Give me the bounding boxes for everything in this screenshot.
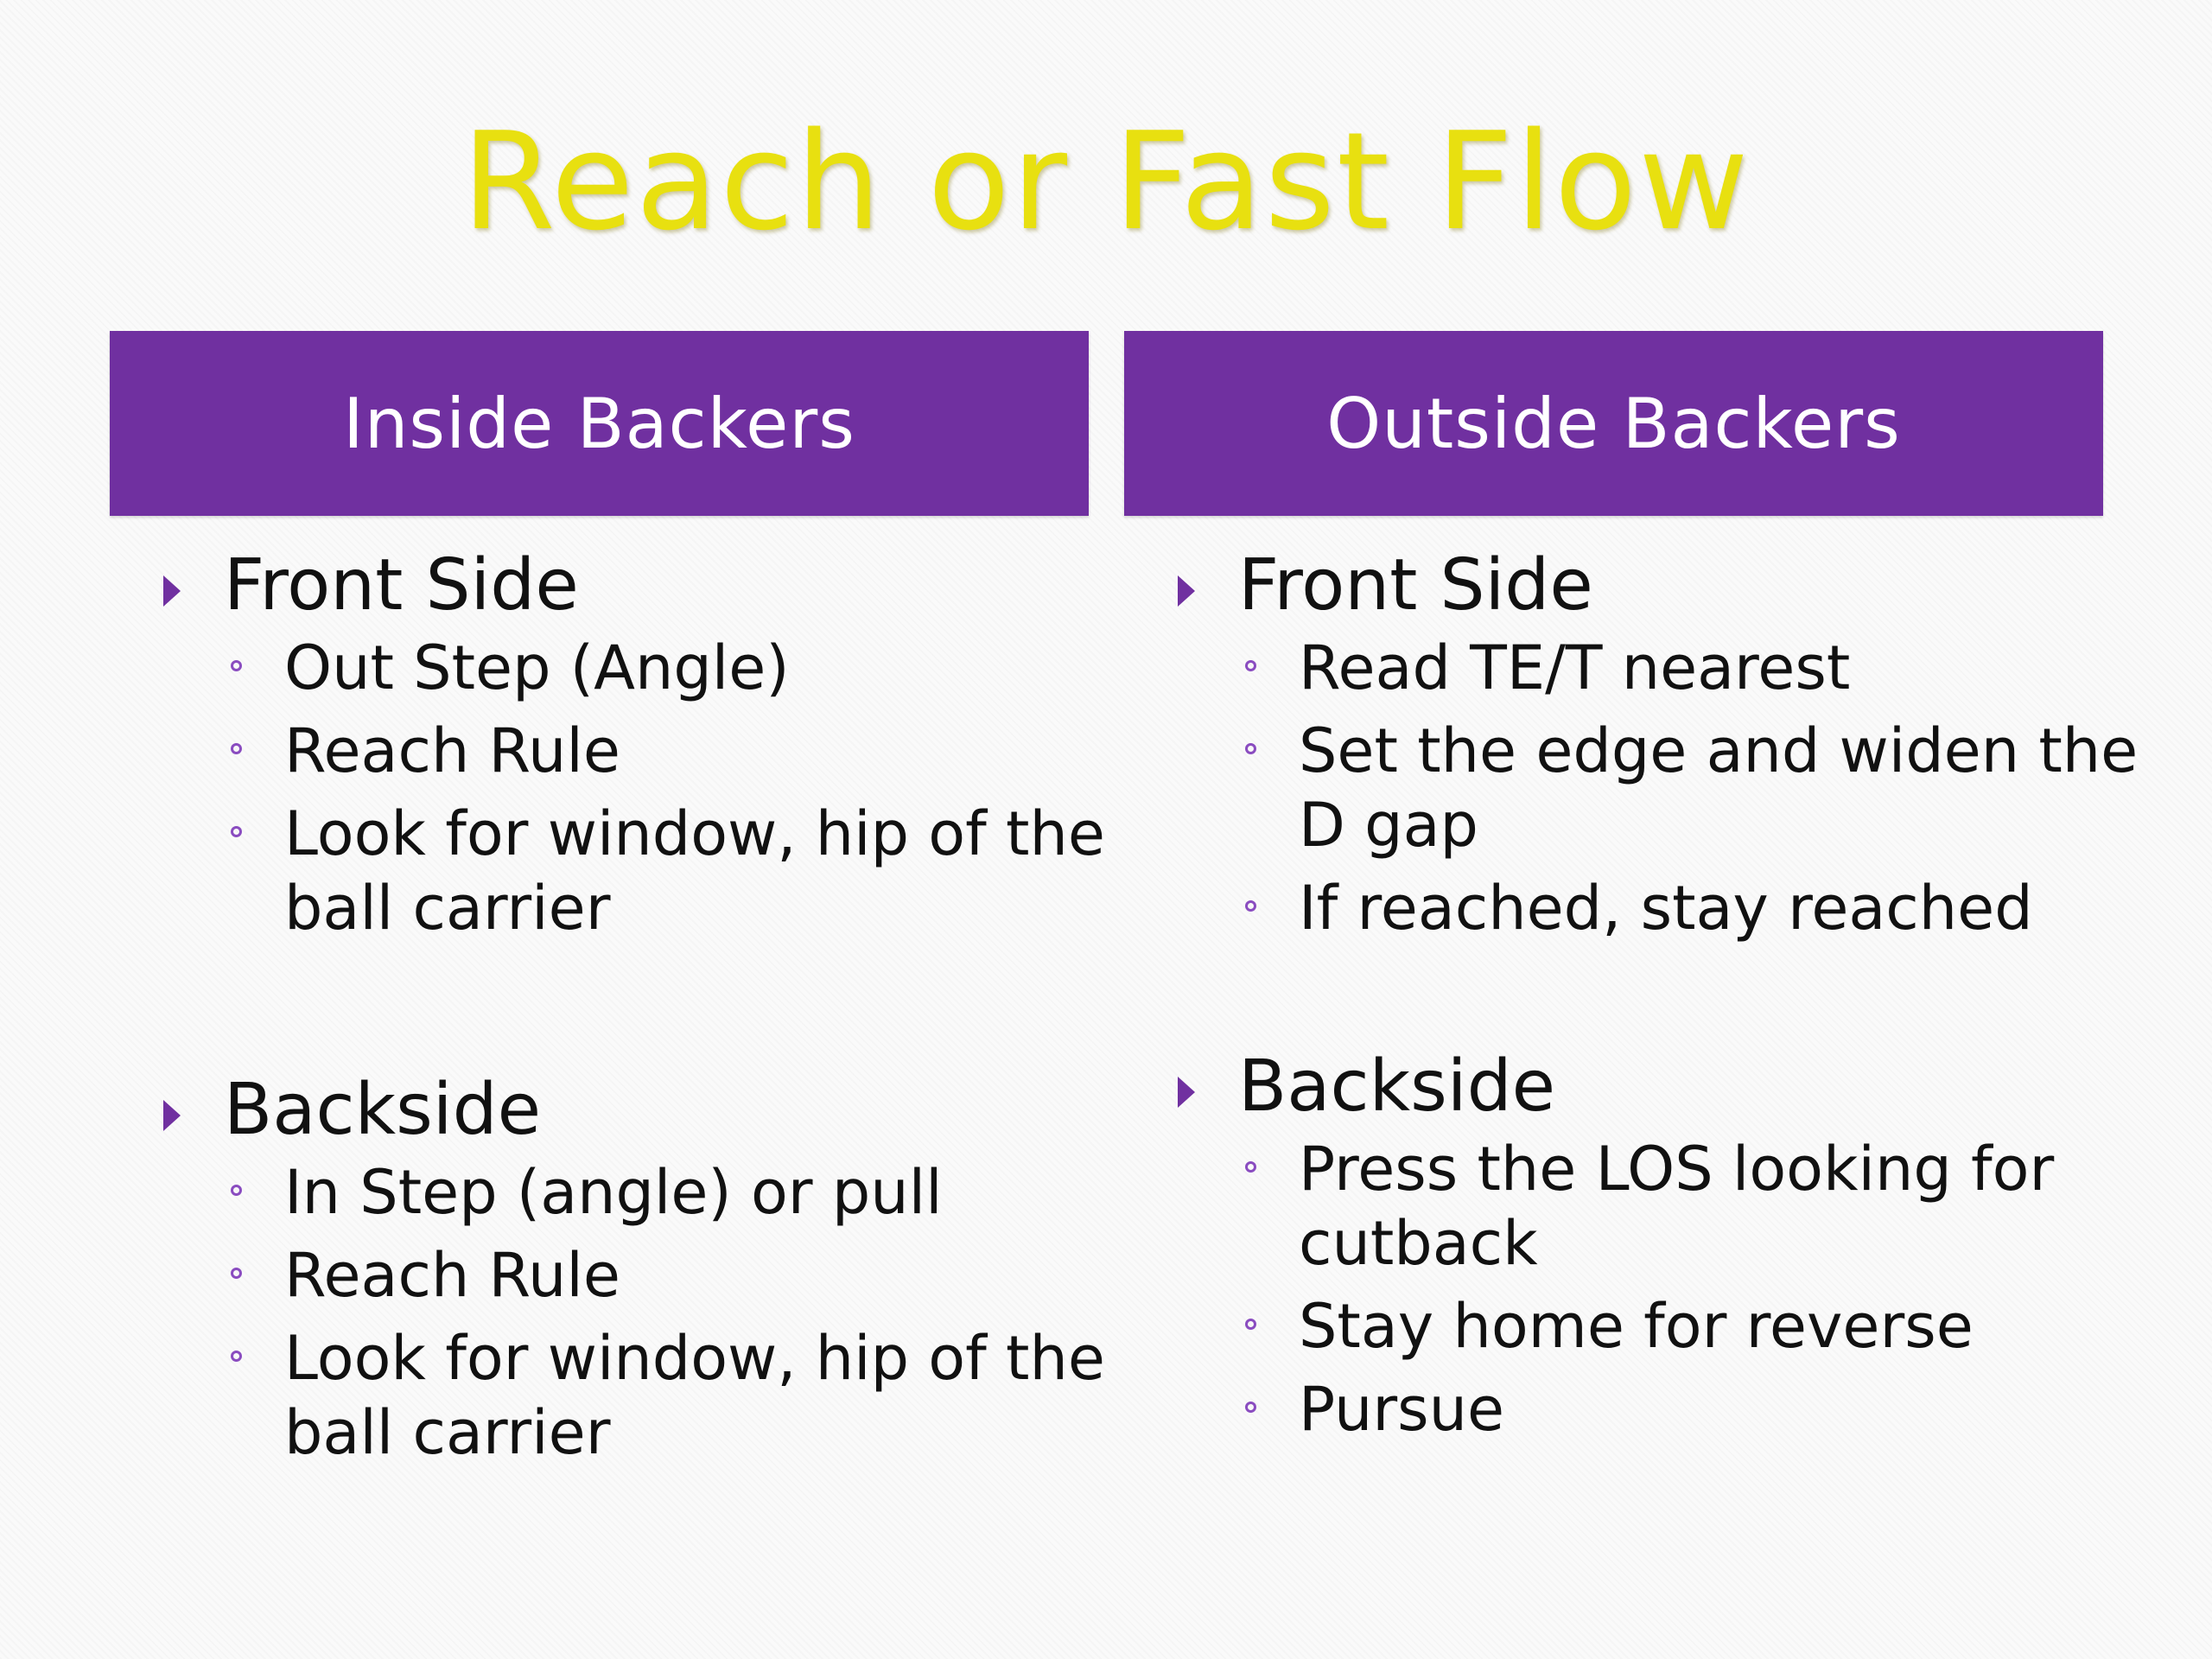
section-title: Front Side bbox=[224, 544, 579, 626]
section-backside: Backside In Step (angle) or pull Reach R… bbox=[110, 1067, 1105, 1478]
list-item-text: Pursue bbox=[1299, 1374, 1505, 1445]
column-header-inside-backers: Inside Backers bbox=[110, 331, 1089, 516]
list-item-text: Set the edge and widen the D gap bbox=[1299, 715, 2139, 861]
ring-bullet-icon bbox=[231, 660, 242, 671]
list-item: Look for window, hip of the ball carrier bbox=[110, 1321, 1131, 1470]
ring-bullet-icon bbox=[1245, 1402, 1256, 1413]
triangle-bullet-icon bbox=[1178, 1077, 1195, 1108]
list-item: Set the edge and widen the D gap bbox=[1124, 714, 2145, 862]
list-item-text: Press the LOS looking for cutback bbox=[1299, 1134, 2055, 1279]
slide-title: Reach or Fast Flow bbox=[461, 103, 1751, 260]
list-item: In Step (angle) or pull bbox=[110, 1155, 1131, 1230]
section-title: Backside bbox=[224, 1069, 542, 1151]
section-backside: Backside Press the LOS looking for cutba… bbox=[1124, 1044, 2103, 1455]
ring-bullet-icon bbox=[1245, 1319, 1256, 1330]
column-inside-backers: Inside Backers Front Side Out Step (Angl… bbox=[110, 331, 1105, 1468]
section-front-side: Front Side Read TE/T nearest Set the edg… bbox=[1124, 543, 2138, 954]
ring-bullet-icon bbox=[1245, 743, 1256, 754]
ring-bullet-icon bbox=[231, 826, 242, 837]
list-item-text: In Step (angle) or pull bbox=[284, 1157, 943, 1228]
triangle-bullet-icon bbox=[163, 1100, 181, 1131]
section-front-side: Front Side Out Step (Angle) Reach Rule L… bbox=[110, 543, 1105, 954]
section-title: Front Side bbox=[1238, 544, 1593, 626]
list-item-text: Look for window, hip of the ball carrier bbox=[284, 798, 1105, 944]
list-item: Press the LOS looking for cutback bbox=[1124, 1132, 2145, 1281]
list-item: Reach Rule bbox=[110, 1238, 1131, 1313]
list-item: Pursue bbox=[1124, 1372, 2145, 1446]
list-item-text: If reached, stay reached bbox=[1299, 873, 2033, 944]
column-outside-backers: Outside Backers Front Side Read TE/T nea… bbox=[1124, 331, 2138, 1445]
ring-bullet-icon bbox=[231, 1351, 242, 1362]
list-item-text: Reach Rule bbox=[284, 715, 620, 786]
list-item: Reach Rule bbox=[110, 714, 1131, 788]
ring-bullet-icon bbox=[231, 743, 242, 754]
list-item-text: Stay home for reverse bbox=[1299, 1291, 1974, 1362]
list-item: Read TE/T nearest bbox=[1124, 631, 2145, 705]
list-item-text: Read TE/T nearest bbox=[1299, 632, 1851, 703]
column-header-outside-backers: Outside Backers bbox=[1124, 331, 2103, 516]
ring-bullet-icon bbox=[1245, 660, 1256, 671]
triangle-bullet-icon bbox=[163, 575, 181, 607]
ring-bullet-icon bbox=[1245, 900, 1256, 912]
ring-bullet-icon bbox=[231, 1185, 242, 1196]
list-item: Out Step (Angle) bbox=[110, 631, 1131, 705]
section-title: Backside bbox=[1238, 1046, 1556, 1128]
list-item: Look for window, hip of the ball carrier bbox=[110, 797, 1131, 945]
list-item-text: Reach Rule bbox=[284, 1240, 620, 1311]
triangle-bullet-icon bbox=[1178, 575, 1195, 607]
list-item-text: Look for window, hip of the ball carrier bbox=[284, 1323, 1105, 1468]
ring-bullet-icon bbox=[1245, 1161, 1256, 1173]
list-item: Stay home for reverse bbox=[1124, 1289, 2145, 1363]
list-item-text: Out Step (Angle) bbox=[284, 632, 790, 703]
list-item: If reached, stay reached bbox=[1124, 871, 2145, 945]
ring-bullet-icon bbox=[231, 1268, 242, 1279]
